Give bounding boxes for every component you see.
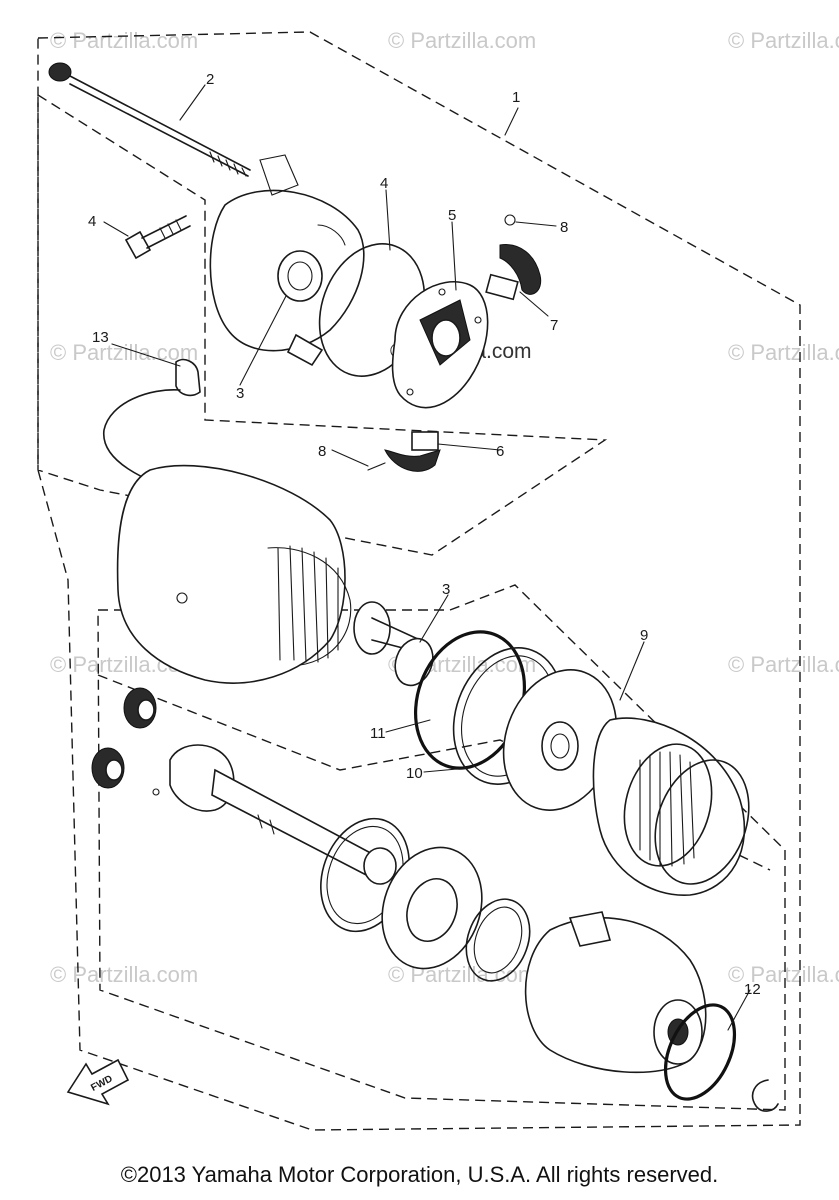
brush-group-boundary — [37, 93, 608, 556]
rear-cover — [209, 154, 365, 367]
callout-1: 1 — [512, 89, 520, 106]
brush-lower — [367, 431, 441, 472]
washer-small-inner — [473, 906, 523, 974]
watermark: © Partzilla.com — [50, 340, 198, 365]
watermark: © Partzilla.com — [50, 28, 198, 53]
front-cover — [524, 911, 707, 1074]
pinion-gear — [91, 687, 157, 789]
callout-numbers: 1 2 4 4 5 7 8 3 6 8 13 3 9 11 10 12 — [88, 71, 761, 998]
callout-5: 5 — [448, 207, 456, 224]
callout-2: 2 — [206, 71, 214, 88]
clutch-plate — [502, 669, 618, 811]
callout-4: 4 — [380, 175, 388, 192]
motor-yoke — [116, 464, 421, 684]
callout-12: 12 — [744, 981, 761, 998]
leader-lines — [103, 84, 751, 1031]
callout-9: 9 — [640, 627, 648, 644]
watermark: © Partzilla.com — [50, 962, 198, 987]
spacer-plate — [381, 846, 483, 970]
callout-3: 3 — [236, 385, 244, 402]
callout-11: 11 — [370, 725, 386, 742]
watermark: © Partzilla.com — [728, 340, 839, 365]
clutch-inner-boundary — [97, 674, 771, 871]
pinion-shaft — [152, 744, 397, 885]
watermark: © Partzilla.com — [728, 28, 839, 53]
watermark: © Partzilla.com — [728, 652, 839, 677]
assembly-boundary — [37, 31, 801, 1131]
brush-holder-plate — [391, 280, 489, 409]
callout-8: 8 — [318, 443, 326, 460]
o-ring-front — [663, 1003, 737, 1101]
callout-8: 8 — [560, 219, 568, 236]
mounting-bolt — [124, 215, 191, 260]
circlip — [751, 1079, 779, 1112]
watermark: © Partzilla.com — [388, 28, 536, 53]
copyright-notice: ©2013 Yamaha Motor Corporation, U.S.A. A… — [120, 1162, 719, 1187]
clutch-group-boundary — [97, 584, 786, 1111]
callout-3: 3 — [442, 581, 450, 598]
callout-7: 7 — [550, 317, 558, 334]
through-bolt — [48, 62, 251, 177]
brush-upper — [485, 214, 542, 301]
washer-small — [465, 898, 531, 982]
watermark: © Partzilla.com — [728, 962, 839, 987]
gear-housing — [592, 717, 750, 896]
callout-4: 4 — [88, 213, 96, 230]
fwd-arrow-icon: FWD — [66, 1058, 130, 1106]
callout-13: 13 — [92, 329, 109, 346]
callout-10: 10 — [406, 765, 423, 782]
callout-6: 6 — [496, 443, 504, 460]
